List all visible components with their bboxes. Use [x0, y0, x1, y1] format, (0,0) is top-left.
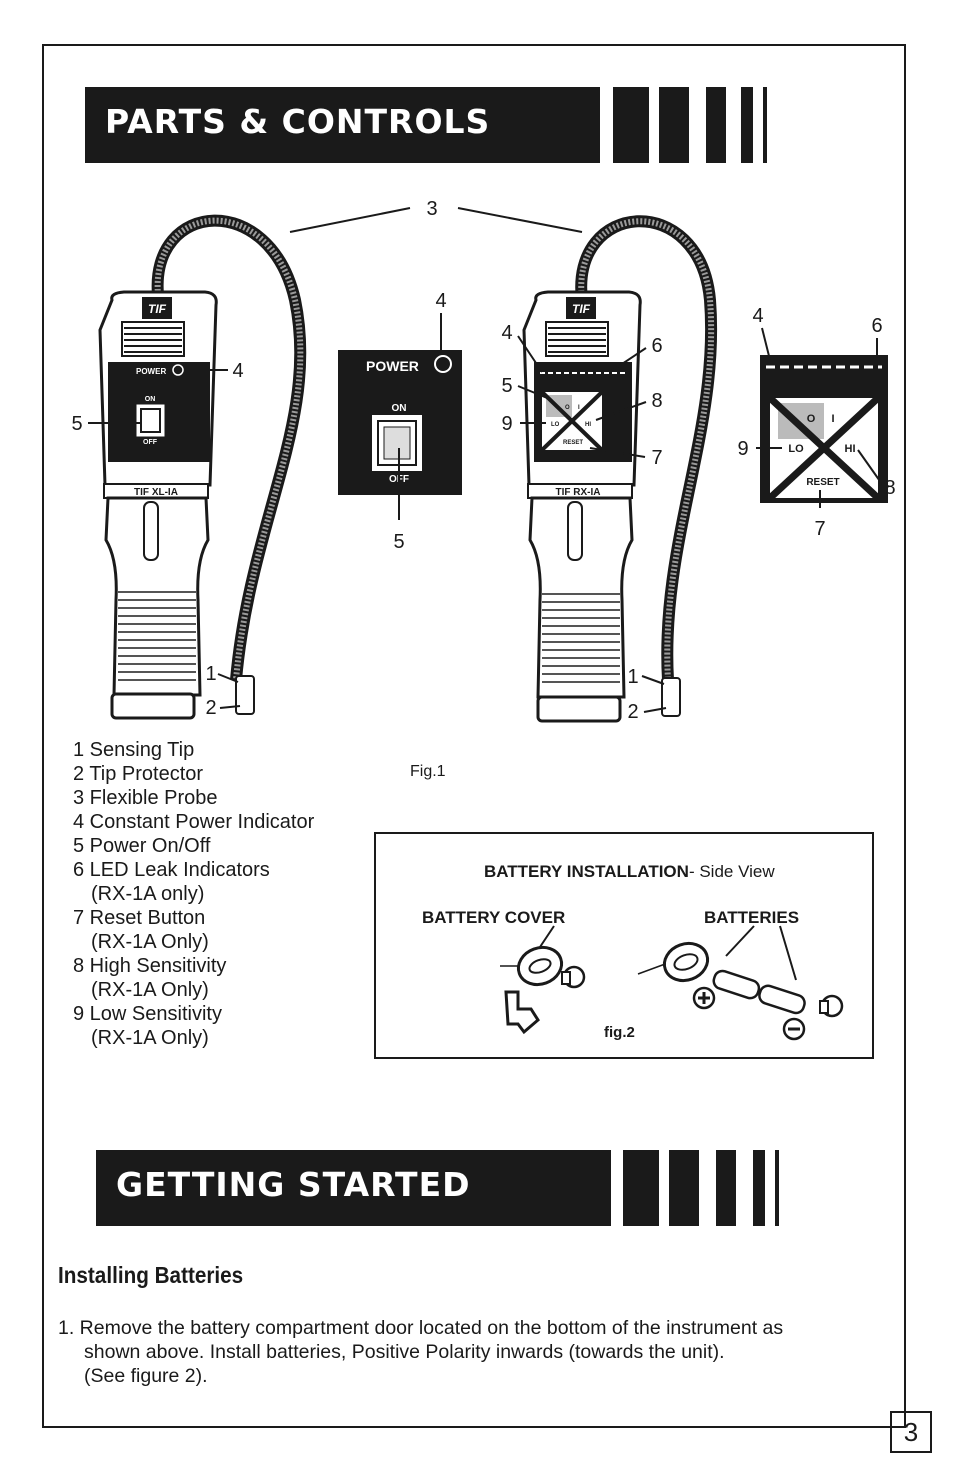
- parts-legend: 1 Sensing Tip 2 Tip Protector 3 Flexible…: [73, 738, 314, 1050]
- svg-text:LO: LO: [788, 443, 804, 455]
- figure-1-caption: Fig.1: [410, 763, 446, 780]
- svg-text:1: 1: [205, 663, 216, 685]
- installing-instructions: 1. Remove the battery compartment door l…: [58, 1316, 888, 1388]
- svg-text:9: 9: [737, 438, 748, 460]
- legend-item-note: (RX-1A only): [91, 883, 205, 905]
- svg-text:TIF: TIF: [572, 302, 591, 316]
- legend-item-note: (RX-1A Only): [91, 931, 209, 953]
- svg-text:TIF XL-IA: TIF XL-IA: [134, 487, 178, 498]
- svg-text:TIF RX-IA: TIF RX-IA: [556, 487, 601, 498]
- svg-text:BATTERY INSTALLATION- Side Vie: BATTERY INSTALLATION- Side View: [484, 862, 775, 881]
- sensing-tip: [661, 677, 681, 717]
- instruction-line: shown above. Install batteries, Positive…: [84, 1341, 725, 1363]
- svg-text:RESET: RESET: [563, 440, 583, 446]
- svg-text:6: 6: [651, 335, 662, 357]
- right-device: TIF O I LO HI RESET TIF RX-IA: [522, 215, 718, 723]
- figure-1-diagram: 3 TIF POWER ON OFF TIF XL-IA 5 4 1 2: [71, 198, 895, 723]
- svg-text:7: 7: [651, 447, 662, 469]
- callout-3: 3: [426, 198, 437, 220]
- svg-text:4: 4: [752, 305, 763, 327]
- installing-batteries-heading: Installing Batteries: [58, 1262, 244, 1288]
- svg-text:1: 1: [627, 666, 638, 688]
- svg-text:8: 8: [884, 477, 895, 499]
- svg-text:6: 6: [871, 315, 882, 337]
- svg-text:TIF: TIF: [148, 302, 167, 316]
- legend-item: 3 Flexible Probe: [73, 787, 218, 809]
- legend-item: 1 Sensing Tip: [73, 739, 195, 761]
- page-frame: [42, 44, 906, 1428]
- svg-text:RESET: RESET: [806, 477, 839, 488]
- svg-text:I: I: [578, 405, 580, 411]
- svg-text:HI: HI: [585, 422, 591, 428]
- svg-text:ON: ON: [392, 403, 407, 414]
- legend-item-note: (RX-1A Only): [91, 1027, 209, 1049]
- power-indicator-icon: [434, 355, 452, 373]
- batteries-label: BATTERIES: [704, 908, 799, 927]
- fig2-caption: fig.2: [604, 1024, 635, 1041]
- battery-installation-figure: BATTERY INSTALLATION- Side View BATTERY …: [374, 832, 874, 1059]
- svg-text:2: 2: [627, 701, 638, 723]
- legend-item: 8 High Sensitivity: [73, 955, 227, 977]
- instruction-line: (See figure 2).: [84, 1365, 208, 1387]
- svg-text:4: 4: [232, 360, 243, 382]
- svg-text:2: 2: [205, 697, 216, 719]
- svg-text:ON: ON: [145, 396, 156, 403]
- arrow-icon: [504, 990, 540, 1035]
- svg-text:4: 4: [501, 322, 512, 344]
- power-indicator-icon: [172, 364, 184, 376]
- legend-item: 5 Power On/Off: [73, 835, 211, 857]
- battery-cover-label: BATTERY COVER: [422, 908, 565, 927]
- svg-text:LO: LO: [551, 422, 560, 428]
- svg-text:9: 9: [501, 413, 512, 435]
- svg-text:POWER: POWER: [366, 358, 419, 374]
- svg-text:OFF: OFF: [143, 439, 158, 446]
- legend-item: 7 Reset Button: [73, 907, 206, 929]
- getting-started-banner: GETTING STARTED: [96, 1150, 611, 1226]
- svg-text:8: 8: [651, 390, 662, 412]
- svg-text:I: I: [831, 413, 834, 425]
- battery-diagram: BATTERY INSTALLATION- Side View BATTERY …: [422, 862, 844, 1041]
- svg-text:4: 4: [435, 290, 446, 312]
- legend-item: 2 Tip Protector: [73, 763, 204, 785]
- control-panel: O I LO HI RESET: [760, 355, 888, 503]
- legend-item: 6 LED Leak Indicators: [73, 859, 270, 881]
- svg-text:POWER: POWER: [136, 367, 166, 376]
- svg-text:5: 5: [501, 375, 512, 397]
- legend-item-note: (RX-1A Only): [91, 979, 209, 1001]
- svg-text:7: 7: [814, 518, 825, 540]
- parts-controls-banner: PARTS & CONTROLS: [85, 87, 600, 163]
- instruction-line: 1. Remove the battery compartment door l…: [58, 1317, 784, 1339]
- svg-text:HI: HI: [845, 443, 856, 455]
- left-device: TIF POWER ON OFF TIF XL-IA: [98, 214, 307, 720]
- svg-text:5: 5: [71, 413, 82, 435]
- sensing-tip: [235, 675, 255, 715]
- legend-item: 9 Low Sensitivity: [73, 1003, 222, 1025]
- page-number: 3: [890, 1411, 932, 1453]
- legend-item: 4 Constant Power Indicator: [73, 811, 315, 833]
- svg-text:5: 5: [393, 531, 404, 553]
- svg-text:O: O: [807, 413, 816, 425]
- svg-text:O: O: [565, 405, 570, 411]
